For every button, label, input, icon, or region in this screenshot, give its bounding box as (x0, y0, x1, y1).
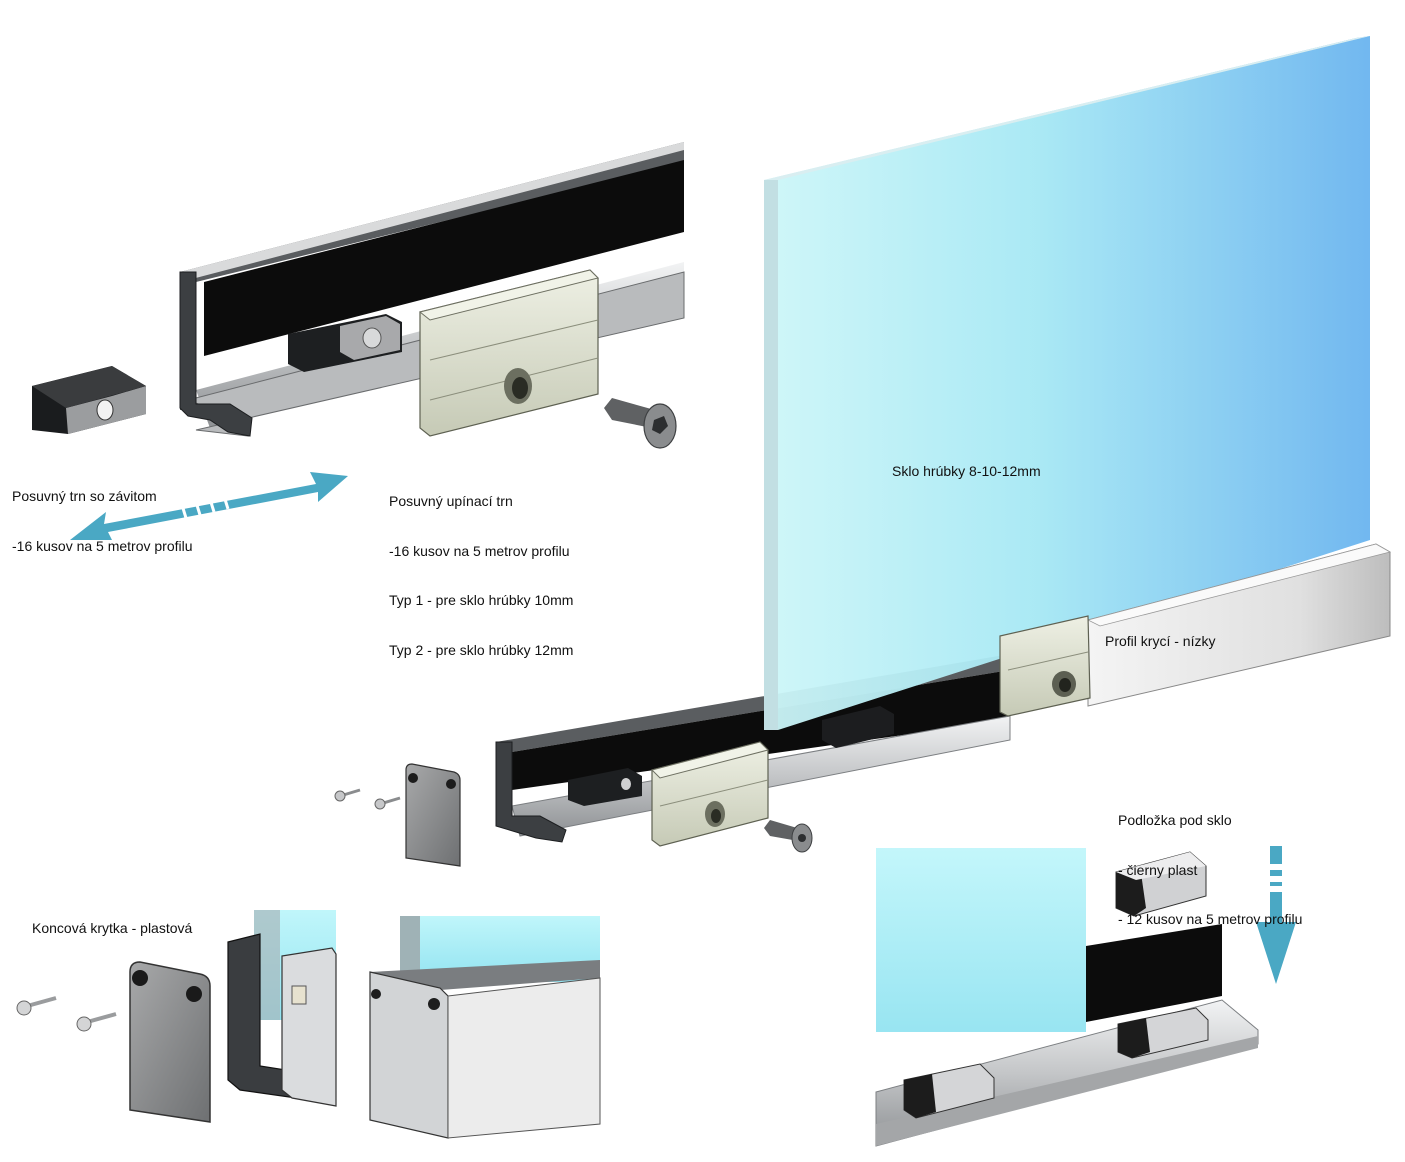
end-view-glass-edge (400, 916, 420, 982)
label-clamp-slide-line-1: Posuvný upínací trn (389, 493, 513, 509)
end-view-cover-top (370, 960, 600, 990)
profile-cross-section (227, 910, 337, 1107)
pad-installed-right (1117, 1007, 1209, 1059)
threaded-slide-main (568, 768, 642, 806)
label-glass-pad-line-2: - čierny plast (1118, 861, 1198, 878)
end-view-cover-side (447, 977, 601, 1139)
label-threaded-slide-line-1: Posuvný trn so závitom (12, 488, 157, 504)
top-profile-rubber-strip (204, 160, 684, 356)
label-glass-pad: Podložka pod sklo - čierny plast - 12 ku… (1118, 779, 1302, 944)
pad-detail-glass (876, 848, 1086, 1032)
pad-loose (1115, 851, 1207, 917)
end-cap-hole-left (132, 970, 148, 986)
end-cap-hole-right (186, 986, 202, 1002)
label-clamp-slide-line-3: Typ 1 - pre sklo hrúbky 10mm (389, 592, 574, 608)
label-glass-pad-line-1: Podložka pod sklo (1118, 812, 1232, 828)
end-cap-detail (16, 961, 211, 1123)
label-clamp-slide-line-4: Typ 2 - pre sklo hrúbky 12mm (389, 641, 574, 658)
threaded-slide-in-channel-hole (362, 327, 382, 349)
pad-detail-rubber (1086, 924, 1222, 1022)
cross-section-cover (281, 947, 337, 1107)
label-threaded-slide-line-2: -16 kusov na 5 metrov profilu (12, 537, 193, 554)
label-end-cap: Koncová krytka - plastová (32, 920, 193, 936)
main-profile-rubber (512, 670, 1010, 790)
end-cap-small (405, 763, 461, 867)
glass-pad-detail (875, 846, 1296, 1147)
end-view-cover-front (369, 971, 449, 1139)
pad-detail-rail-lower (876, 1036, 1258, 1146)
threaded-slide-hole (96, 399, 114, 421)
cross-section-pad (291, 985, 307, 1005)
top-profile-end-section (179, 271, 253, 437)
glass-pane-top-edge (764, 36, 1370, 180)
clamp-slide-top (418, 269, 599, 437)
glass-pane (764, 36, 1370, 730)
end-cap-screws (16, 996, 117, 1032)
down-arrow-icon (1256, 846, 1296, 984)
glass-pad-installed (822, 706, 894, 748)
end-cap-screws-small (334, 788, 401, 810)
threaded-slide-loose (32, 366, 146, 434)
label-clamp-slide: Posuvný upínací trn -16 kusov na 5 metro… (389, 460, 573, 675)
label-glass: Sklo hrúbky 8-10-12mm (892, 463, 1041, 479)
label-glass-pad-line-3: - 12 kusov na 5 metrov profilu (1118, 911, 1303, 927)
profile-end-view (369, 916, 601, 1139)
double-arrow-icon (70, 472, 348, 540)
clamp-slide-main (999, 615, 1091, 717)
countersunk-screw-top (604, 398, 677, 449)
clamp-slide-front (651, 741, 769, 847)
glass-pane-edge (764, 180, 778, 730)
end-view-screw-right (428, 998, 440, 1010)
pad-installed-left (903, 1063, 995, 1119)
countersunk-screw-front (764, 820, 813, 853)
top-profile-assembly (32, 142, 685, 449)
main-profile-end-section (495, 741, 567, 843)
cover-profile-top (1086, 543, 1392, 627)
end-view-screw-left (371, 989, 381, 999)
top-profile-back-wall (180, 142, 684, 410)
label-clamp-slide-line-2: -16 kusov na 5 metrov profilu (389, 542, 570, 559)
slide-direction-arrow (70, 472, 348, 540)
end-cap-large (129, 961, 211, 1123)
main-assembly (334, 36, 1392, 867)
threaded-slide-main-hole (621, 778, 631, 790)
label-cover-profile: Profil krycí - nízky (1105, 633, 1216, 649)
top-profile-top-lip (180, 142, 684, 280)
label-threaded-slide: Posuvný trn so závitom -16 kusov na 5 me… (12, 455, 193, 571)
